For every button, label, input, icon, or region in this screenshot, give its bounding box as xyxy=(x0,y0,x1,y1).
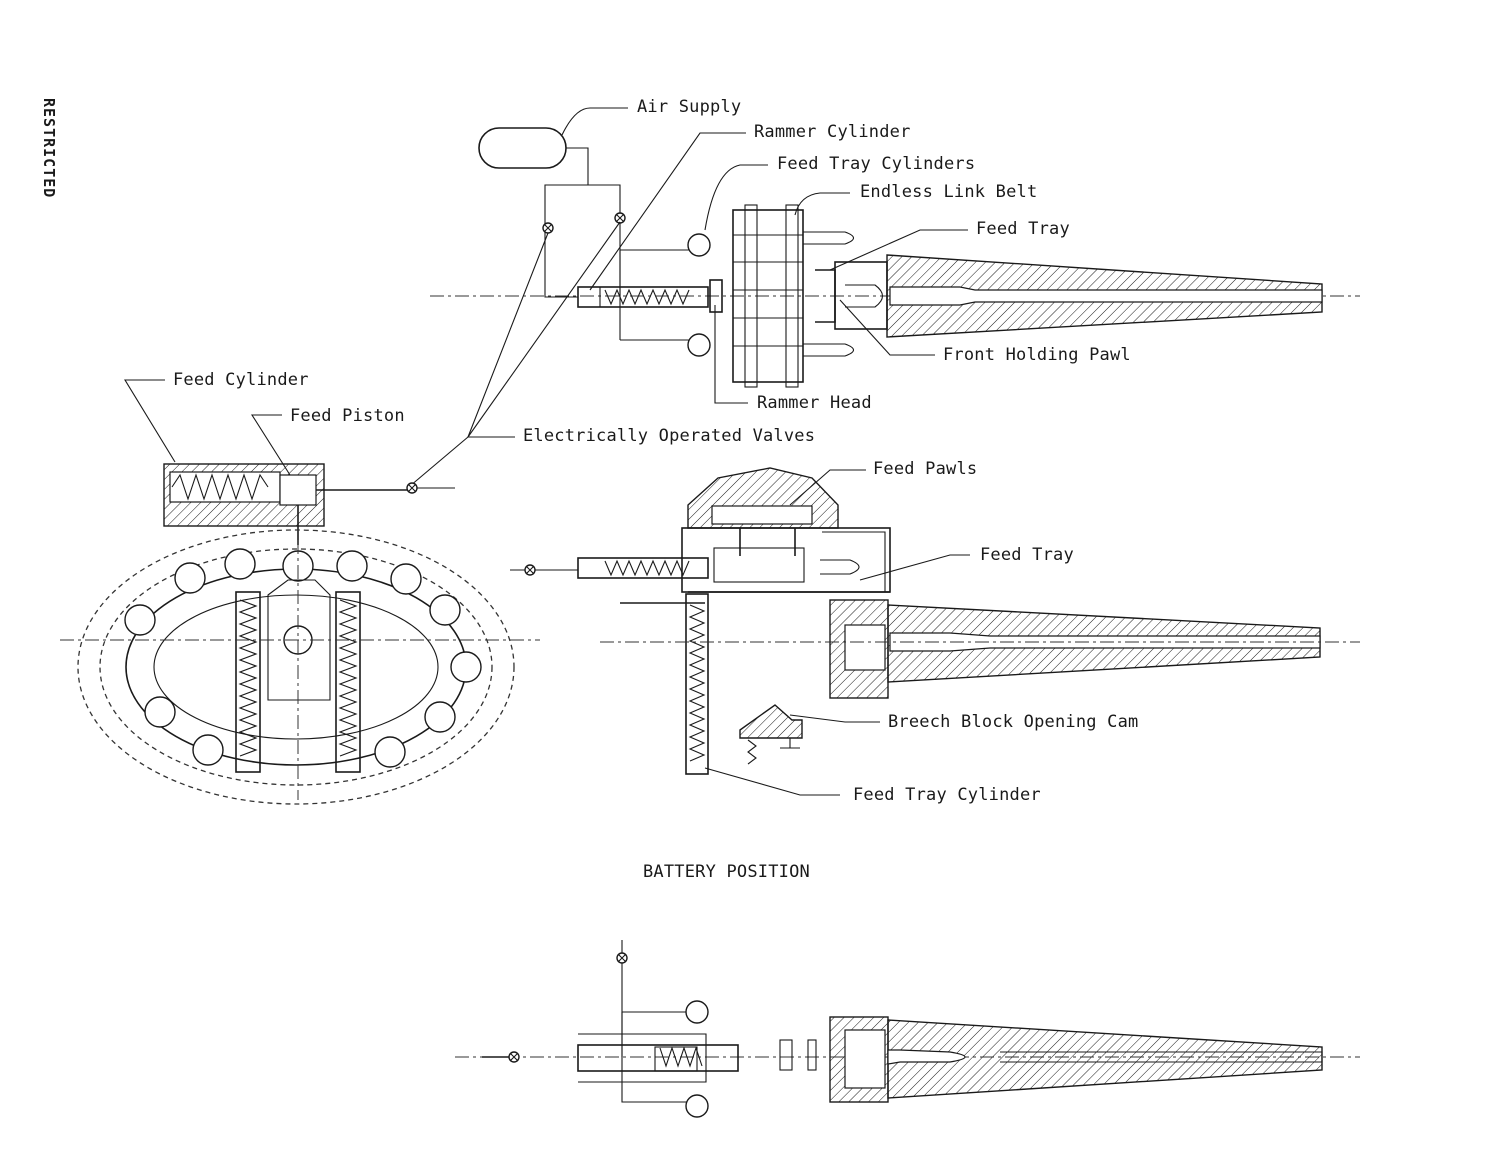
gun-barrel-bottom xyxy=(887,1019,1323,1099)
middle-assembly xyxy=(510,467,1360,775)
label-air-supply: Air Supply xyxy=(637,97,742,117)
feed-tray-cylinder-top xyxy=(687,233,711,257)
label-rammer-cylinder: Rammer Cylinder xyxy=(754,122,911,142)
label-feed-tray-cylinders: Feed Tray Cylinders xyxy=(777,154,976,174)
endless-link-belt xyxy=(732,204,855,388)
feed-magazine-end-view xyxy=(60,463,540,805)
valve-icon xyxy=(508,1051,520,1063)
rammer-head xyxy=(709,279,723,313)
label-feed-piston: Feed Piston xyxy=(290,406,405,426)
valve-icon xyxy=(406,482,418,494)
bottom-assembly xyxy=(455,940,1360,1118)
label-feed-cylinder: Feed Cylinder xyxy=(173,370,309,390)
rammer-cylinder xyxy=(577,286,709,308)
valve-icon xyxy=(542,222,554,234)
feed-piston xyxy=(279,474,317,506)
feed-tray-cylinder-bottom xyxy=(687,333,711,357)
label-feed-tray-cylinder: Feed Tray Cylinder xyxy=(853,785,1041,805)
label-breech-block-opening-cam: Breech Block Opening Cam xyxy=(888,712,1139,732)
label-front-holding-pawl: Front Holding Pawl xyxy=(943,345,1131,365)
valve-icon xyxy=(524,564,536,576)
label-electrically-operated-valves: Electrically Operated Valves xyxy=(523,426,816,446)
top-assembly xyxy=(430,127,1360,388)
breech-block-opening-cam xyxy=(739,704,803,739)
rounds xyxy=(124,548,482,768)
leader-lines xyxy=(409,107,968,487)
valve-icon xyxy=(614,212,626,224)
label-feed-pawls: Feed Pawls xyxy=(873,459,978,479)
restricted-stamp: RESTRICTED xyxy=(40,98,58,199)
valve-icon xyxy=(616,952,628,964)
label-feed-tray-top: Feed Tray xyxy=(976,219,1070,239)
label-rammer-head: Rammer Head xyxy=(757,393,872,413)
air-supply-tank xyxy=(478,127,567,169)
caption-battery-position: BATTERY POSITION xyxy=(643,862,810,882)
feed-tray-cylinder xyxy=(685,593,709,775)
label-feed-tray-mid: Feed Tray xyxy=(980,545,1074,565)
label-endless-link-belt: Endless Link Belt xyxy=(860,182,1038,202)
